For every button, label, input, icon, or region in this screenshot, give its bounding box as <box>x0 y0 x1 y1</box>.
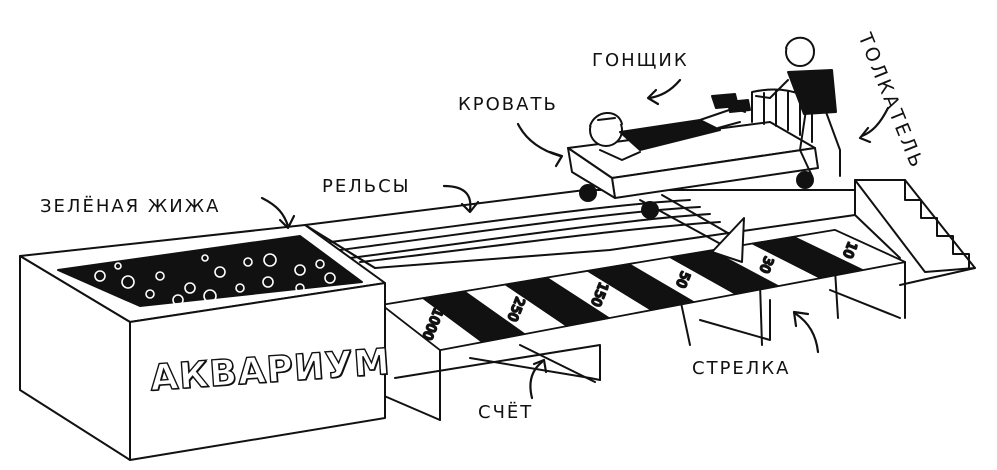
callout-arrows <box>260 78 890 400</box>
score-label: СЧЁТ <box>478 402 534 423</box>
score-cell-value: 30 <box>756 254 776 275</box>
green-goo-bubbles <box>94 253 336 306</box>
aquarium <box>19 224 386 461</box>
score-cell-value: 40 <box>714 261 734 282</box>
arrow-label: СТРЕЛКА <box>692 358 791 379</box>
score-cell-value: 20 <box>797 247 817 268</box>
pusher <box>755 36 841 177</box>
score-cell-value: 50 <box>672 269 692 290</box>
bed-label: КРОВАТЬ <box>458 94 558 115</box>
bed <box>567 88 819 219</box>
goo-label: ЗЕЛЁНАЯ ЖИЖА <box>40 196 221 217</box>
racer <box>589 93 751 161</box>
rails-label: РЕЛЬСЫ <box>322 176 411 197</box>
racer-label: ГОНЩИК <box>592 50 689 71</box>
score-cell-value: 10 <box>839 239 859 260</box>
score-cell <box>793 229 906 271</box>
